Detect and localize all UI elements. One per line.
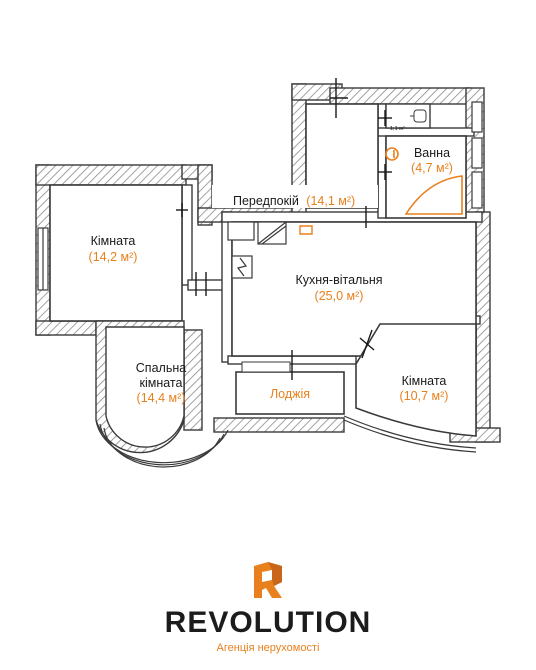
brand-tagline: Агенція нерухомості bbox=[216, 642, 320, 654]
kimnata-left-area: (14,2 м²) bbox=[89, 250, 138, 264]
svg-text:Передпокій (14,1 м²): Передпокій (14,1 м²) bbox=[233, 194, 355, 208]
kukhnia-name: Кухня-вітальня bbox=[295, 273, 382, 287]
brand-block: REVOLUTION Агенція нерухомості bbox=[0, 560, 536, 654]
spalna-name-line2: кімната bbox=[140, 376, 183, 390]
kimnata-right-name: Кімната bbox=[402, 374, 447, 388]
spalna-name-line1: Спальна bbox=[136, 361, 186, 375]
shower-tray-icon bbox=[404, 175, 463, 215]
sink-icon bbox=[385, 147, 399, 161]
room-kimnata-right bbox=[343, 323, 477, 453]
kitchen-fixtures bbox=[227, 221, 313, 279]
room-labels: Кімната (14,2 м²) Передпокій (14,1 м²) В… bbox=[89, 126, 453, 405]
vanna-area: (4,7 м²) bbox=[411, 161, 453, 175]
lodzhia-name: Лоджія bbox=[270, 387, 310, 401]
floor-plan: Кімната (14,2 м²) Передпокій (14,1 м²) В… bbox=[35, 78, 501, 468]
door-marks bbox=[176, 78, 392, 380]
bath-fixtures bbox=[385, 147, 463, 215]
peredpokii-name: Передпокій bbox=[233, 194, 299, 208]
peredpokii-area: (14,1 м²) bbox=[306, 194, 355, 208]
room-peredpokii bbox=[212, 103, 379, 209]
room-spalna bbox=[95, 320, 229, 468]
windows bbox=[37, 101, 483, 291]
kukhnia-area: (25,0 м²) bbox=[315, 289, 364, 303]
room-lodzhia bbox=[235, 361, 345, 415]
toilet-area-label: 1,1 м² bbox=[390, 126, 405, 132]
vanna-name: Ванна bbox=[414, 146, 450, 160]
room-kimnata-left bbox=[49, 184, 183, 322]
outer-walls bbox=[35, 83, 501, 443]
brand-name: REVOLUTION bbox=[164, 606, 372, 639]
toilet-fixture bbox=[410, 109, 427, 123]
revolution-logo-icon bbox=[254, 562, 282, 598]
toilet-room bbox=[385, 103, 431, 129]
kitchen-cabinet-1 bbox=[227, 221, 255, 241]
spalna-area: (14,4 м²) bbox=[137, 391, 186, 405]
kimnata-right-area: (10,7 м²) bbox=[400, 389, 449, 403]
kimnata-left-name: Кімната bbox=[91, 234, 136, 248]
stove-icon bbox=[299, 225, 313, 235]
